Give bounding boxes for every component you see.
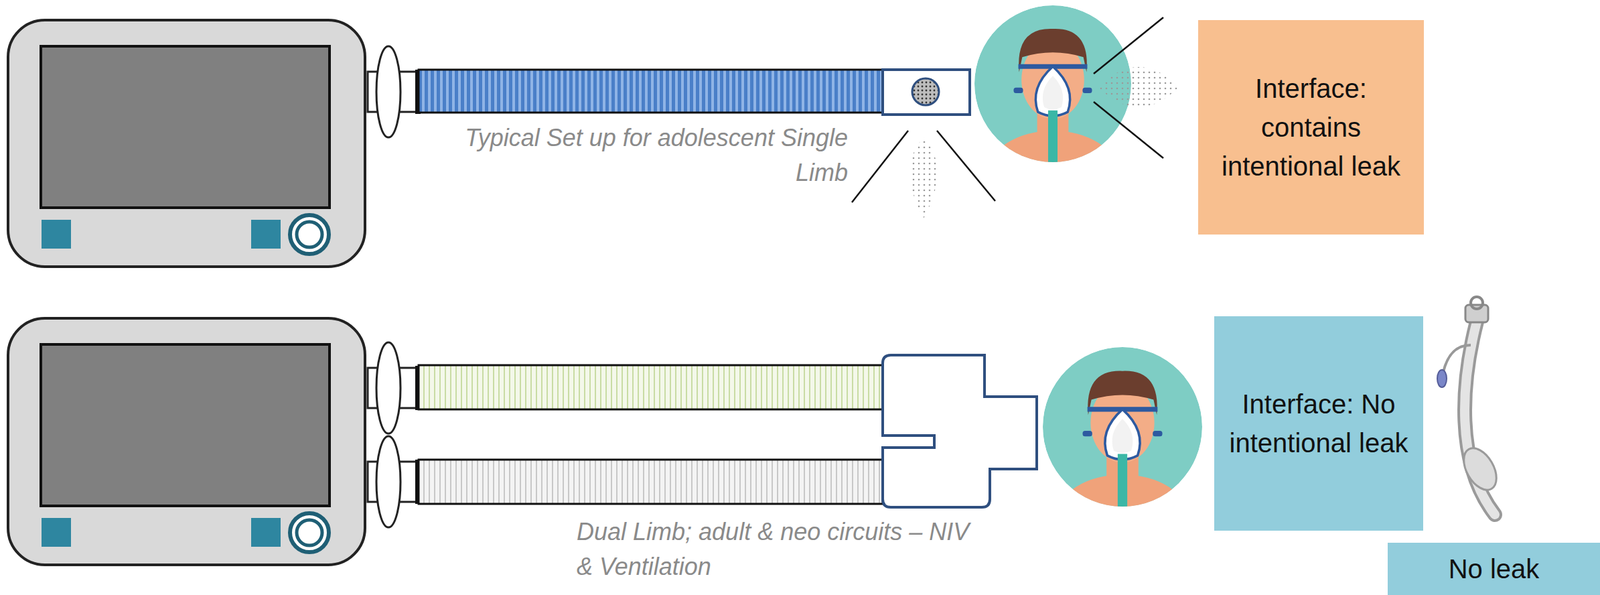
setup-caption: Dual Limb; adult & neo circuits – NIV & …	[576, 514, 989, 585]
box-text: No leak	[1448, 549, 1540, 589]
box-text: Interface: No intentional leak	[1223, 384, 1414, 463]
interface-box: Interface: contains intentional leak	[1198, 20, 1424, 235]
box-text: Interface: contains intentional leak	[1207, 68, 1415, 186]
leak-box: No leak	[1387, 542, 1600, 595]
interface-box: Interface: No intentional leak	[1214, 316, 1424, 531]
setup-caption: Typical Set up for adolescent Single Lim…	[452, 120, 848, 191]
